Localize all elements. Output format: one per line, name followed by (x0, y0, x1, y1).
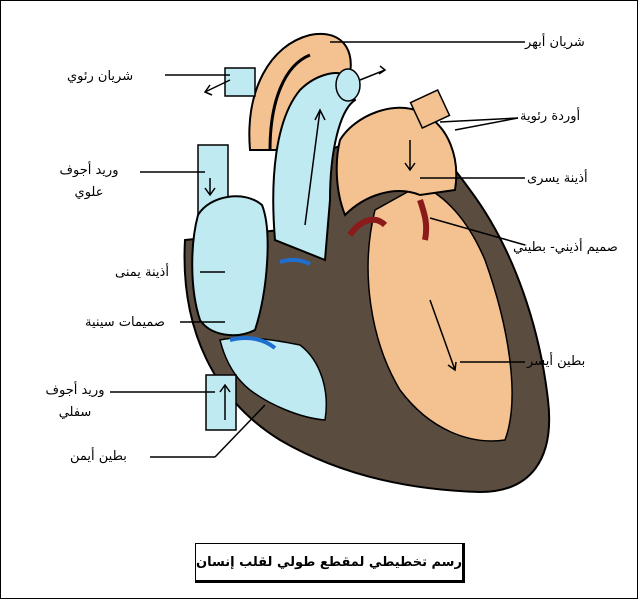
right-atrium-chamber (192, 196, 267, 335)
label-left-ventricle: بطين أيسر (527, 352, 585, 372)
label-left-atrium: أذينة يسرى (527, 169, 588, 189)
label-right-ventricle: بطين أيمن (70, 447, 127, 467)
figure-caption: رسم تخطيطي لمقطع طولي لقلب إنسان (195, 543, 465, 583)
label-pulmonary-artery: شريان رئوي (67, 67, 133, 87)
label-semilunar-valves: صميمات سينية (85, 313, 165, 333)
inferior-vena-cava-vessel (206, 375, 236, 430)
label-superior-vena-cava: وريد أجوف علوي (44, 160, 134, 204)
label-mitral-valve: صميم أذيني- بطيني (513, 238, 618, 258)
label-pulmonary-veins: أوردة رئوية (520, 107, 580, 127)
label-aorta: شريان أبهر (525, 33, 585, 53)
label-inferior-vena-cava: وريد أجوف سفلي (30, 380, 120, 424)
label-right-atrium: أذينة يمنى (115, 263, 169, 283)
